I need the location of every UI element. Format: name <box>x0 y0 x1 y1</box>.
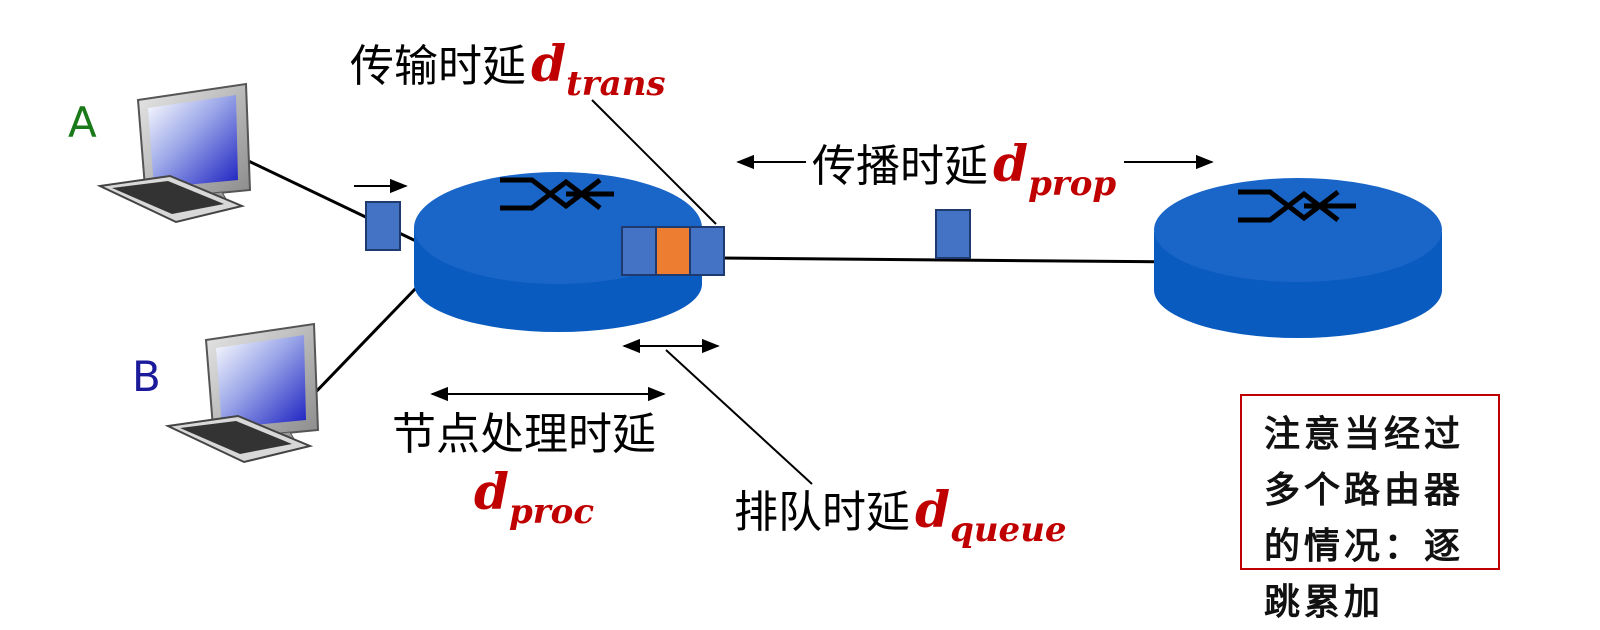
pointer-line <box>591 99 717 225</box>
queueing-delay-text: 排队时延 <box>734 487 910 538</box>
packet-icon <box>935 209 971 259</box>
processing-delay-symbol: dproc <box>474 462 595 532</box>
host-b-label: B <box>132 352 161 401</box>
computer-icon <box>164 322 320 464</box>
packet-icon <box>621 226 657 276</box>
router-icon <box>1154 178 1442 338</box>
packet-icon <box>655 226 691 276</box>
propagation-delay-symbol: dprop <box>993 134 1117 204</box>
pointer-line <box>665 349 813 485</box>
transmission-delay-text: 传输时延 <box>350 41 526 92</box>
transmission-delay-label: 传输时延 dtrans <box>350 30 666 104</box>
packet-icon <box>689 226 725 276</box>
note-box: 注意当经过多个路由器的情况：逐跳累加 <box>1240 394 1500 623</box>
propagation-delay-label: 传播时延 dprop <box>812 130 1116 204</box>
transmission-delay-symbol: dtrans <box>531 34 666 104</box>
queueing-delay-label: 排队时延 dqueue <box>734 476 1067 550</box>
link-router-router <box>719 256 1183 264</box>
host-a-label: A <box>68 98 97 147</box>
propagation-delay-text: 传播时延 <box>812 141 988 192</box>
packet-icon <box>365 201 401 251</box>
processing-delay-text: 节点处理时延 <box>392 409 656 460</box>
computer-icon <box>96 82 252 224</box>
link-b-router <box>308 284 420 400</box>
network-delay-diagram <box>96 82 1442 485</box>
queueing-delay-symbol: dqueue <box>915 480 1067 550</box>
